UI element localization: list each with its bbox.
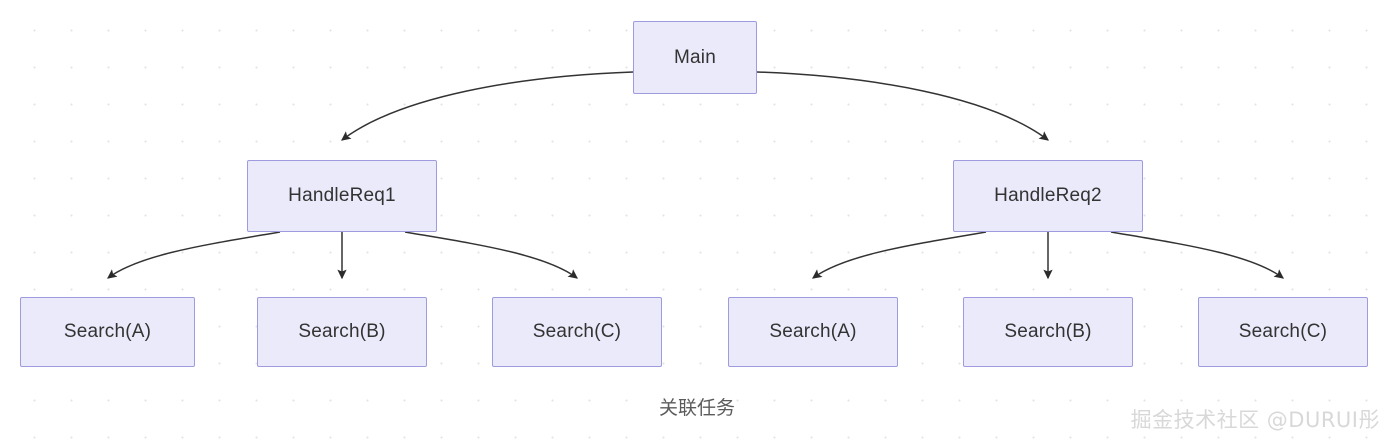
node-right-search-c-label: Search(C): [1238, 321, 1328, 342]
node-left-search-a[interactable]: Search(A): [20, 297, 195, 367]
node-main[interactable]: Main: [633, 21, 757, 94]
node-right-search-a[interactable]: Search(A): [728, 297, 898, 367]
edge-main-to-handlereq1: [341, 71, 634, 141]
node-right-search-b[interactable]: Search(B): [963, 297, 1133, 367]
node-main-label: Main: [674, 46, 716, 68]
watermark-text: 掘金技术社区 @DURUI彤: [1130, 408, 1380, 432]
node-right-search-a-label: Search(A): [769, 321, 857, 342]
edge-main-to-handlereq2: [756, 71, 1049, 141]
node-handlereq2[interactable]: HandleReq2: [953, 160, 1143, 232]
node-handlereq1[interactable]: HandleReq1: [247, 160, 437, 232]
node-left-search-b[interactable]: Search(B): [257, 297, 427, 367]
edge-handlereq2-to-r-search-a: [812, 231, 987, 279]
node-left-search-a-label: Search(A): [63, 321, 152, 342]
node-right-search-c[interactable]: Search(C): [1198, 297, 1368, 367]
edge-handlereq2-to-r-search-c: [1110, 231, 1284, 279]
diagram-caption: 关联任务: [658, 397, 735, 419]
node-handlereq2-label: HandleReq2: [994, 185, 1102, 206]
node-left-search-b-label: Search(B): [298, 321, 386, 342]
node-left-search-c[interactable]: Search(C): [492, 297, 662, 367]
node-right-search-b-label: Search(B): [1004, 321, 1092, 342]
node-handlereq1-label: HandleReq1: [288, 185, 396, 206]
node-left-search-c-label: Search(C): [532, 321, 622, 342]
edge-handlereq1-to-l-search-c: [404, 231, 578, 279]
edge-handlereq1-to-l-search-a: [107, 231, 281, 279]
